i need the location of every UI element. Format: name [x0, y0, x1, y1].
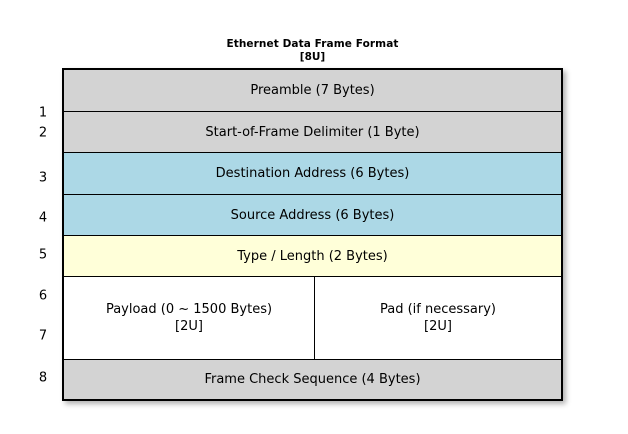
- frame-field-sfd: Start-of-Frame Delimiter (1 Byte): [64, 112, 561, 153]
- frame-field-payload-pad-row: Payload (0 ~ 1500 Bytes) [2U] Pad (if ne…: [64, 277, 561, 360]
- row-number-7: 7: [38, 328, 48, 344]
- row-number-4: 4: [38, 210, 48, 226]
- row-number-3: 3: [38, 170, 48, 186]
- row-number-2: 2: [38, 125, 48, 141]
- frame-field-fcs: Frame Check Sequence (4 Bytes): [64, 360, 561, 399]
- page-title: Ethernet Data Frame Format: [226, 38, 399, 50]
- row-number-gutter: 1 2 3 4 5 6 7 8: [30, 68, 56, 401]
- frame-field-type-length: Type / Length (2 Bytes): [64, 236, 561, 277]
- frame-field-payload: Payload (0 ~ 1500 Bytes) [2U]: [64, 277, 315, 359]
- frame-field-source-address-label: Source Address (6 Bytes): [230, 207, 395, 223]
- row-number-5: 5: [38, 247, 48, 263]
- frame-field-pad-sublabel: [2U]: [424, 319, 452, 334]
- diagram-subtitle: [8U]: [299, 51, 326, 63]
- frame-field-preamble: Preamble (7 Bytes): [64, 70, 561, 112]
- frame-field-type-length-label: Type / Length (2 Bytes): [237, 248, 388, 264]
- diagram-title-block: Ethernet Data Frame Format [8U]: [62, 38, 563, 64]
- frame-field-destination-address-label: Destination Address (6 Bytes): [215, 166, 410, 181]
- frame-field-payload-sublabel: [2U]: [175, 319, 203, 334]
- frame-field-pad-label: Pad (if necessary): [379, 302, 496, 317]
- row-number-1: 1: [38, 105, 48, 121]
- row-number-8: 8: [38, 370, 48, 386]
- frame-field-sfd-label: Start-of-Frame Delimiter (1 Byte): [205, 124, 420, 140]
- frame-field-pad: Pad (if necessary) [2U]: [315, 277, 561, 359]
- frame-field-fcs-label: Frame Check Sequence (4 Bytes): [204, 372, 421, 387]
- row-number-6: 6: [38, 288, 48, 304]
- frame-field-preamble-label: Preamble (7 Bytes): [250, 83, 375, 98]
- frame-field-source-address: Source Address (6 Bytes): [64, 195, 561, 236]
- ethernet-frame-diagram: Preamble (7 Bytes) Start-of-Frame Delimi…: [62, 68, 563, 401]
- frame-field-payload-label: Payload (0 ~ 1500 Bytes): [105, 302, 273, 317]
- frame-field-destination-address: Destination Address (6 Bytes): [64, 153, 561, 195]
